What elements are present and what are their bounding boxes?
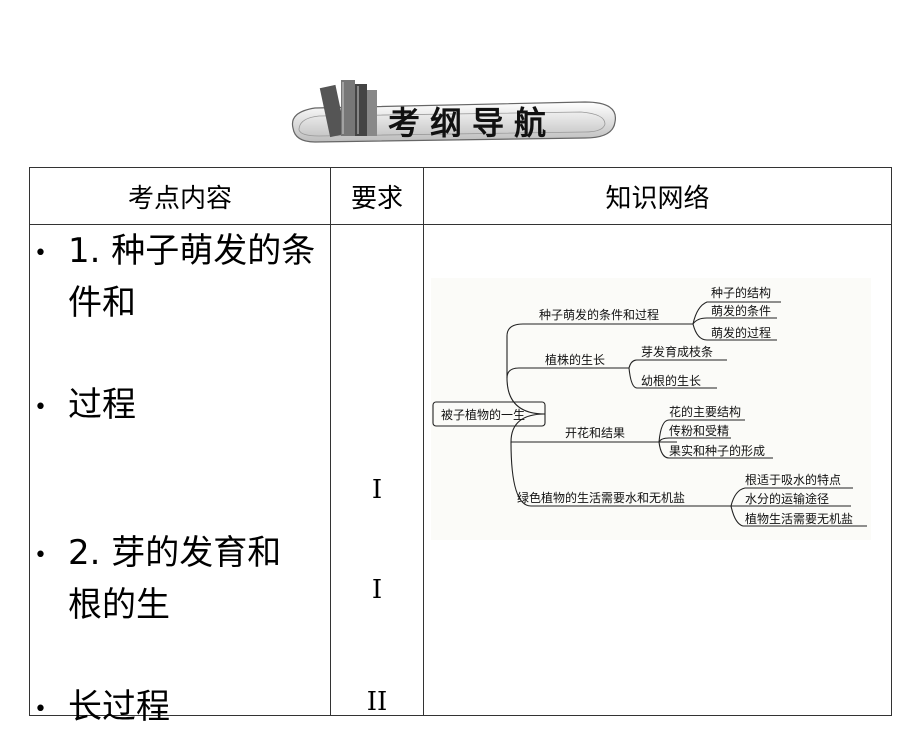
- mindmap-branch-4: 绿色植物的生活需要水和无机盐: [517, 490, 685, 505]
- requirements-cell: I I II: [330, 224, 424, 717]
- mindmap-branch-1-leaf-2: 萌发的条件: [711, 303, 771, 318]
- header-knowledge-network: 知识网络: [423, 167, 892, 225]
- point-4: 长过程: [68, 681, 170, 733]
- requirement-1: I: [371, 475, 383, 505]
- point-3-line-2: 根的生: [68, 585, 170, 625]
- point-3-line-1: 2. 芽的发育和: [68, 533, 282, 573]
- section-banner: [291, 80, 617, 143]
- knowledge-mindmap: 被子植物的一生 种子萌发的条件和过程 种子的结构 萌发的条件 萌发的过程 植株的…: [431, 278, 871, 540]
- exam-outline-table: 考点内容 要求 知识网络 • 1. 种子萌发的条 件和 • 过程 • 2. 芽的…: [29, 167, 892, 727]
- header-requirement: 要求: [330, 167, 424, 225]
- bullet-4: •: [34, 697, 47, 722]
- point-2-line-1: 过程: [68, 385, 136, 425]
- point-2: 过程: [68, 379, 136, 431]
- bullet-1: •: [34, 241, 47, 266]
- requirement-2: I: [371, 575, 383, 605]
- mindmap-root: 被子植物的一生: [441, 407, 525, 422]
- point-4-line-1: 长过程: [68, 687, 170, 727]
- mindmap-branch-2-leaf-1: 芽发育成枝条: [641, 344, 713, 359]
- mindmap-branch-2-leaf-2: 幼根的生长: [641, 373, 701, 388]
- mindmap-branch-4-leaf-2: 水分的运输途径: [745, 491, 829, 506]
- point-1: 1. 种子萌发的条 件和: [68, 225, 315, 329]
- bullet-3: •: [34, 543, 47, 568]
- books-icon: [319, 80, 377, 138]
- mindmap-branch-1: 种子萌发的条件和过程: [539, 307, 659, 322]
- point-3: 2. 芽的发育和 根的生: [68, 527, 281, 631]
- mindmap-branch-3-leaf-2: 传粉和受精: [669, 423, 729, 438]
- table-header-row: 考点内容 要求 知识网络: [29, 167, 892, 225]
- mindmap-branch-3-leaf-1: 花的主要结构: [669, 404, 741, 419]
- mindmap-branch-1-leaf-1: 种子的结构: [711, 285, 771, 300]
- point-1-line-2: 件和: [68, 283, 136, 323]
- mindmap-branch-4-leaf-3: 植物生活需要无机盐: [745, 511, 853, 526]
- requirement-3: II: [366, 687, 388, 717]
- mindmap-branch-2: 植株的生长: [545, 352, 605, 367]
- mindmap-branch-3: 开花和结果: [565, 425, 625, 440]
- header-content: 考点内容: [29, 167, 331, 225]
- banner-title: 考纲导航: [388, 104, 557, 142]
- mindmap-branch-1-leaf-3: 萌发的过程: [711, 325, 771, 340]
- points-cell: • 1. 种子萌发的条 件和 • 过程 • 2. 芽的发育和 根的生 • 长过程: [29, 224, 331, 727]
- mindmap-branch-4-leaf-1: 根适于吸水的特点: [745, 472, 841, 487]
- bullet-2: •: [34, 395, 47, 420]
- point-1-line-1: 1. 种子萌发的条: [68, 231, 316, 271]
- mindmap-branch-3-leaf-3: 果实和种子的形成: [669, 443, 765, 458]
